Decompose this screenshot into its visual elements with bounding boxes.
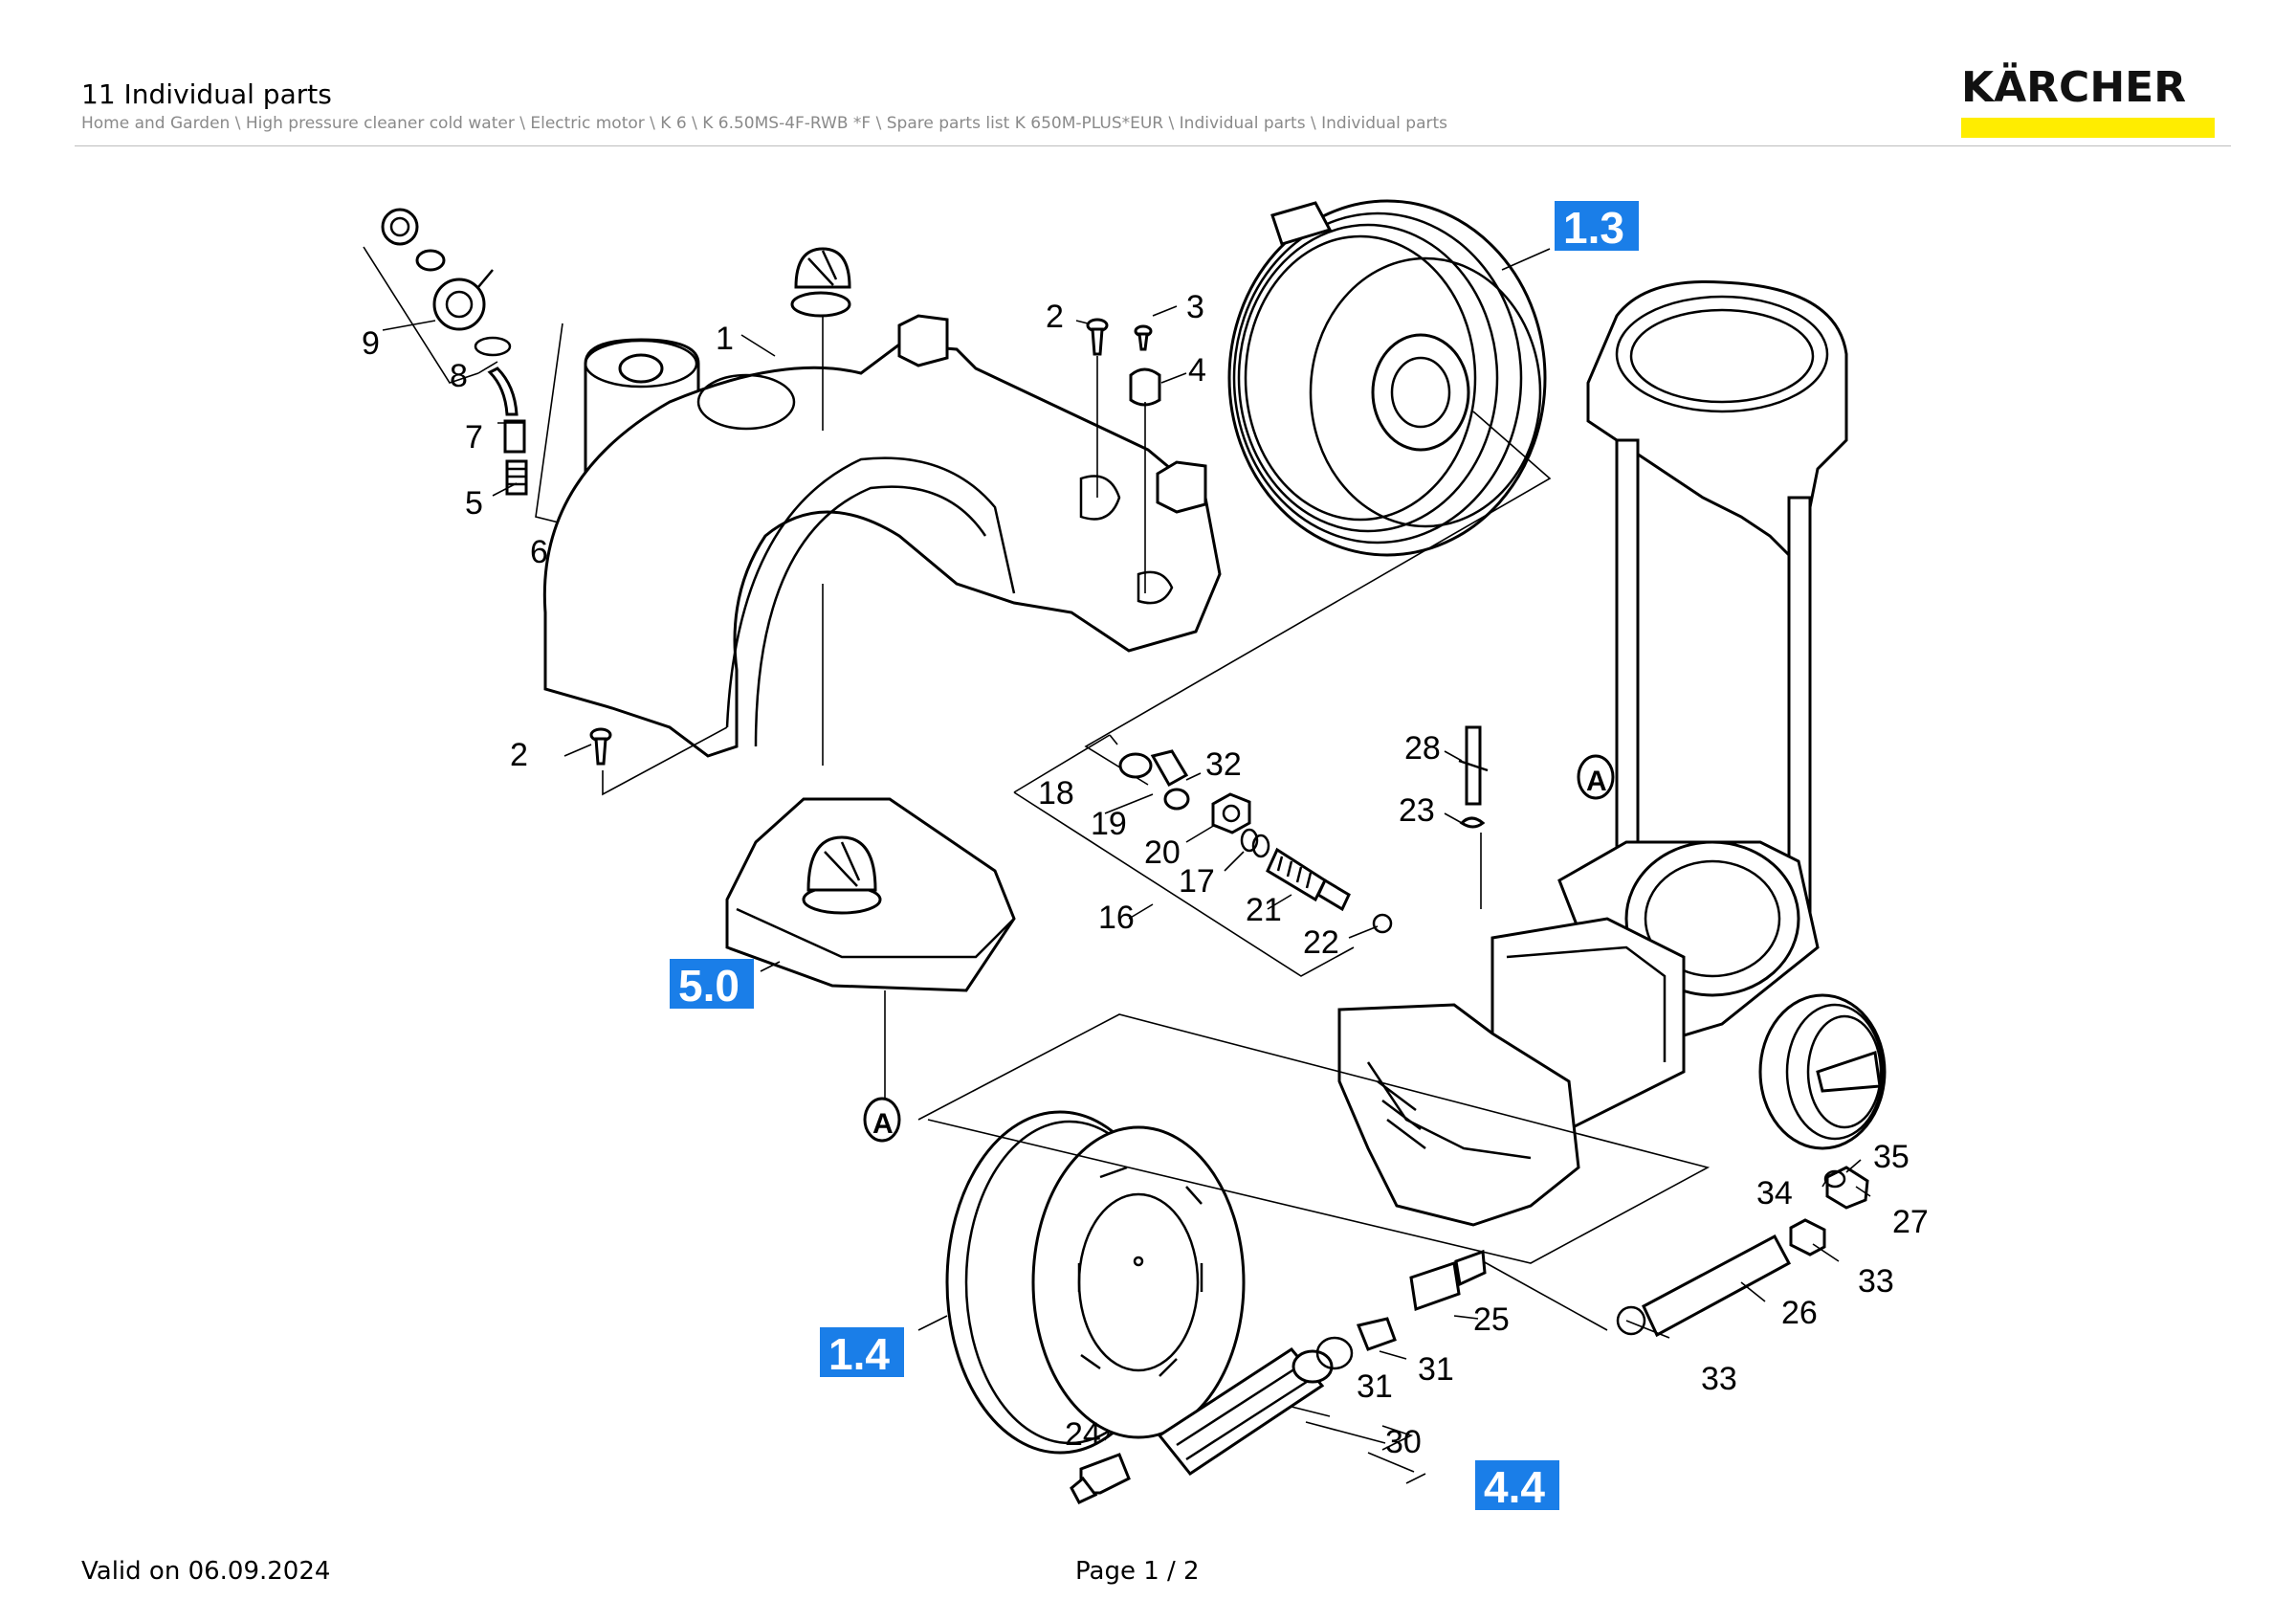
label-1: 1 xyxy=(716,321,734,357)
label-20: 20 xyxy=(1144,834,1181,871)
part-hose-connector xyxy=(1070,1249,1487,1504)
logo-text: KÄRCHER xyxy=(1961,63,2187,112)
part-wheel-bottom xyxy=(945,1110,1246,1455)
label-34: 34 xyxy=(1756,1175,1793,1212)
label-9: 9 xyxy=(362,325,380,362)
tag-1-4[interactable]: 1.4 xyxy=(820,1327,904,1379)
label-19: 19 xyxy=(1091,806,1127,842)
svg-text:1.3: 1.3 xyxy=(1563,203,1624,253)
part-knob-top xyxy=(790,247,851,318)
label-28: 28 xyxy=(1404,730,1441,767)
part-frame-motor xyxy=(1337,279,1887,1227)
part-fittings-row xyxy=(1118,749,1393,934)
label-27: 27 xyxy=(1892,1204,1929,1240)
label-22: 22 xyxy=(1303,924,1339,961)
tag-5-0[interactable]: 5.0 xyxy=(670,959,754,1011)
label-35: 35 xyxy=(1873,1139,1910,1175)
part-pin xyxy=(1458,725,1489,829)
label-21: 21 xyxy=(1246,892,1282,928)
label-30: 30 xyxy=(1385,1424,1422,1460)
part-screw-lower xyxy=(589,727,612,766)
header-divider xyxy=(75,145,2231,146)
breadcrumb: Home and Garden \ High pressure cleaner … xyxy=(81,114,1448,133)
part-housing-cover xyxy=(542,314,1222,758)
label-5: 5 xyxy=(465,485,483,522)
label-32: 32 xyxy=(1205,746,1242,783)
page-number: Page 1 / 2 xyxy=(1075,1557,1200,1586)
tag-4-4[interactable]: 4.4 xyxy=(1475,1460,1559,1512)
part-lower-cover xyxy=(725,797,1016,992)
part-hose-clamps xyxy=(1616,1166,1869,1338)
label-23: 23 xyxy=(1399,792,1435,829)
svg-text:4.4: 4.4 xyxy=(1484,1462,1545,1512)
label-8: 8 xyxy=(450,358,468,394)
logo-yellow-bar xyxy=(1961,118,2215,138)
tag-1-3[interactable]: 1.3 xyxy=(1555,201,1639,253)
svg-text:A: A xyxy=(872,1108,894,1140)
label-6: 6 xyxy=(530,534,548,570)
label-16: 16 xyxy=(1098,900,1135,936)
part-wheel-top xyxy=(1227,199,1547,557)
label-4: 4 xyxy=(1188,352,1206,389)
karcher-logo: KÄRCHER xyxy=(1961,63,2215,138)
label-33-right: 33 xyxy=(1858,1263,1894,1300)
svg-text:5.0: 5.0 xyxy=(678,961,740,1011)
label-7: 7 xyxy=(465,419,483,456)
page-title: 11 Individual parts xyxy=(81,78,332,110)
label-3: 3 xyxy=(1186,289,1204,325)
ref-mark-a-upper: A xyxy=(1577,754,1615,800)
valid-date: Valid on 06.09.2024 xyxy=(81,1557,331,1586)
svg-text:A: A xyxy=(1586,766,1607,797)
part-screws-top xyxy=(1086,318,1161,407)
label-24: 24 xyxy=(1065,1416,1101,1453)
label-17: 17 xyxy=(1179,863,1215,900)
label-2-lower: 2 xyxy=(510,737,528,773)
label-31-right: 31 xyxy=(1418,1351,1454,1388)
label-26: 26 xyxy=(1781,1295,1818,1331)
label-25: 25 xyxy=(1473,1301,1510,1338)
label-2: 2 xyxy=(1046,299,1064,335)
label-18: 18 xyxy=(1038,775,1074,812)
ref-mark-a-lower: A xyxy=(863,1097,901,1143)
svg-text:1.4: 1.4 xyxy=(828,1329,890,1379)
label-33-lower: 33 xyxy=(1701,1361,1737,1397)
part-cap-assembly xyxy=(381,208,528,496)
label-31-left: 31 xyxy=(1357,1368,1393,1405)
